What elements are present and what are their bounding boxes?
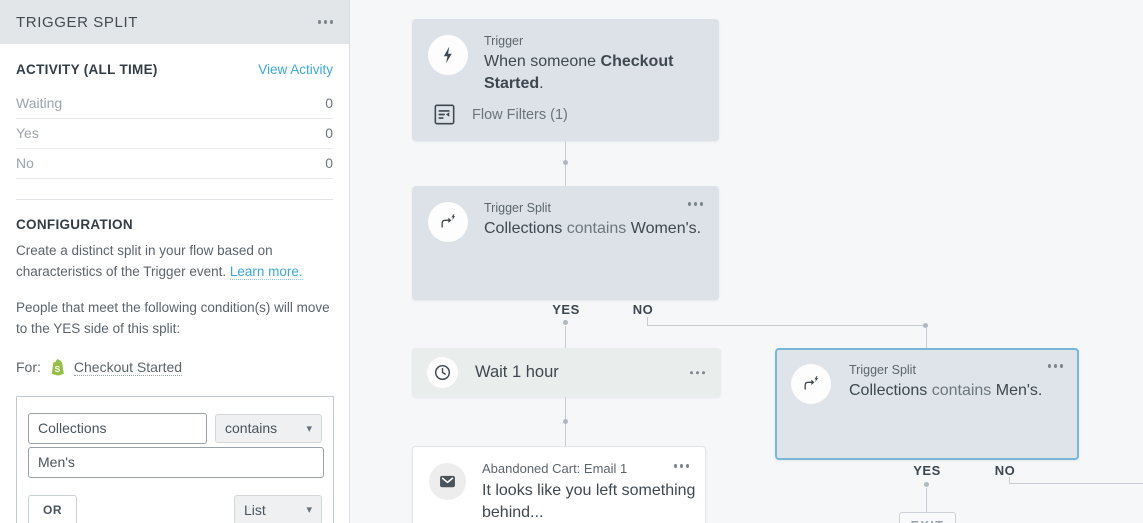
connector-line <box>926 327 927 348</box>
bolt-icon <box>428 35 468 75</box>
list-select[interactable]: List ▾ <box>234 494 322 523</box>
caret-down-icon: ▾ <box>306 504 312 517</box>
shopify-bag-icon: S <box>49 358 66 377</box>
flow-filters-row[interactable]: Flow Filters (1) <box>432 102 568 127</box>
branch-label-yes: YES <box>552 302 580 317</box>
connector-line <box>1009 477 1010 484</box>
trigger-node-label: Trigger <box>484 34 524 48</box>
condition-value-input[interactable] <box>28 446 324 478</box>
stat-label: Waiting <box>16 95 63 111</box>
trigger-text-event: Checkout Started <box>484 53 674 93</box>
trigger-node[interactable]: Trigger When someone Checkout Started. F… <box>412 19 719 141</box>
clock-icon <box>427 357 458 388</box>
connector-line <box>647 317 648 325</box>
trigger-split-panel: TRIGGER SPLIT ACTIVITY (ALL TIME) View A… <box>0 0 350 523</box>
trigger-split-node-mens-selected[interactable]: Trigger Split Collections contains Men's… <box>775 348 1079 460</box>
split-value: Men's. <box>995 382 1043 399</box>
operator-value: contains <box>225 420 278 437</box>
connector-line <box>647 325 926 326</box>
connector-line <box>926 488 927 512</box>
connector-dot <box>923 323 928 328</box>
caret-down-icon: ▾ <box>306 422 312 435</box>
branch-label-no: NO <box>632 302 654 317</box>
flow-filters-label: Flow Filters (1) <box>472 106 568 123</box>
split-node-label: Trigger Split <box>849 363 916 377</box>
condition-field-input[interactable] <box>28 412 207 444</box>
split-operator: contains <box>927 382 996 399</box>
connector-dot <box>924 482 929 487</box>
wait-node[interactable]: Wait 1 hour <box>412 348 721 397</box>
condition-builder: contains ▾ OR List ▾ <box>16 395 334 523</box>
wait-node-label: Wait 1 hour <box>475 363 559 381</box>
stat-row-no: No 0 <box>16 149 333 179</box>
split-node-text: Collections contains Men's. <box>849 380 1061 402</box>
operator-select[interactable]: contains ▾ <box>215 413 322 443</box>
ellipsis-icon[interactable] <box>1047 364 1063 368</box>
stat-value: 0 <box>325 125 333 141</box>
filter-list-icon <box>432 102 457 127</box>
email-node-subject: It looks like you left something behind.… <box>482 482 696 521</box>
branch-split-icon <box>428 202 468 242</box>
learn-more-link[interactable]: Learn more. <box>229 263 303 280</box>
ellipsis-icon[interactable] <box>689 370 705 375</box>
split-field: Collections <box>849 382 928 399</box>
stat-value: 0 <box>325 95 333 111</box>
split-node-label: Trigger Split <box>484 201 551 215</box>
stat-row-yes: Yes 0 <box>16 119 333 149</box>
ellipsis-icon[interactable] <box>687 202 703 206</box>
ellipsis-icon[interactable] <box>317 20 333 24</box>
connector-line <box>1009 483 1143 484</box>
envelope-icon <box>429 463 466 500</box>
description-text: Create a distinct split in your flow bas… <box>16 243 273 279</box>
split-node-text: Collections contains Women's. <box>484 218 703 240</box>
configuration-description: Create a distinct split in your flow bas… <box>16 241 338 283</box>
or-button[interactable]: OR <box>28 494 77 523</box>
stat-value: 0 <box>325 155 333 171</box>
split-operator: contains <box>562 220 631 237</box>
section-divider <box>16 199 333 200</box>
trigger-text-suffix: . <box>539 75 544 93</box>
activity-section: ACTIVITY (ALL TIME) View Activity Waitin… <box>0 62 349 523</box>
view-activity-link[interactable]: View Activity <box>258 62 333 77</box>
condition-note: People that meet the following condition… <box>16 299 330 336</box>
connector-dot <box>563 160 568 165</box>
panel-header: TRIGGER SPLIT <box>0 0 349 44</box>
trigger-text-prefix: When someone <box>484 53 601 70</box>
split-field: Collections <box>484 220 563 237</box>
branch-label-yes: YES <box>913 463 941 478</box>
svg-text:S: S <box>55 364 61 374</box>
stat-label: No <box>16 155 34 171</box>
stat-label: Yes <box>16 125 39 141</box>
branch-split-icon <box>791 364 831 404</box>
ellipsis-icon[interactable] <box>673 464 689 468</box>
trigger-node-text: When someone Checkout Started. <box>484 51 696 95</box>
exit-node[interactable]: EXIT <box>899 512 956 523</box>
connector-line <box>565 326 566 348</box>
for-event-name[interactable]: Checkout Started <box>73 358 183 376</box>
connector-dot <box>563 419 568 424</box>
for-label: For: <box>16 359 41 376</box>
configuration-heading: CONFIGURATION <box>16 217 133 232</box>
trigger-split-node-womens[interactable]: Trigger Split Collections contains Women… <box>412 186 719 300</box>
email-node[interactable]: Abandoned Cart: Email 1 It looks like yo… <box>412 446 706 523</box>
stat-row-waiting: Waiting 0 <box>16 89 333 119</box>
connector-dot <box>563 320 568 325</box>
branch-label-no: NO <box>994 463 1016 478</box>
activity-heading: ACTIVITY (ALL TIME) <box>16 62 158 77</box>
list-value: List <box>244 501 266 518</box>
split-value: Women's. <box>630 220 702 237</box>
panel-title: TRIGGER SPLIT <box>16 13 138 31</box>
flow-canvas: Trigger When someone Checkout Started. F… <box>350 0 1143 523</box>
email-node-label: Abandoned Cart: Email 1 <box>482 461 628 476</box>
for-event-row: For: S Checkout Started <box>16 358 333 377</box>
